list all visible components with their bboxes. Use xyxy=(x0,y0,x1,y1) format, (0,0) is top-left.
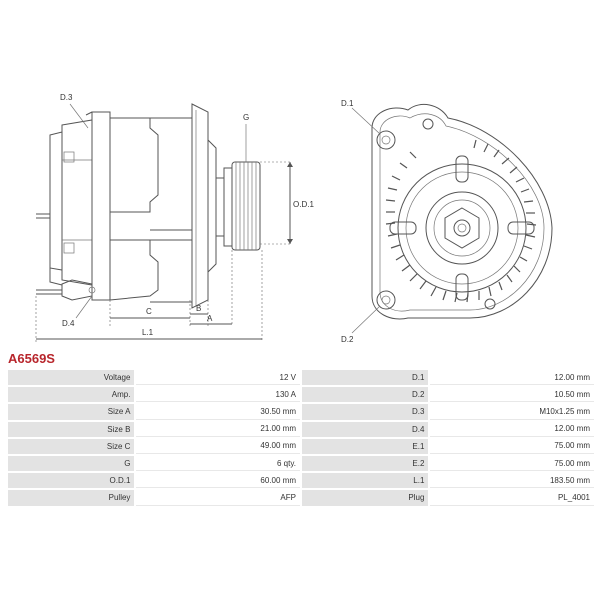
spec-value: 30.50 mm xyxy=(136,404,300,420)
spec-label: D.3 xyxy=(301,404,429,420)
spec-label: Voltage xyxy=(8,370,135,386)
label-d2: D.2 xyxy=(341,335,354,344)
label-od1: O.D.1 xyxy=(293,200,314,209)
spec-label: Amp. xyxy=(8,387,135,403)
spec-value: 183.50 mm xyxy=(430,473,594,489)
spec-value: M10x1.25 mm xyxy=(430,404,594,420)
label-d1: D.1 xyxy=(341,99,354,108)
spec-label: G xyxy=(8,455,135,472)
technical-drawing: D.3 D.4 G O.D.1 C B A L.1 xyxy=(35,93,553,344)
spec-label: O.D.1 xyxy=(8,473,135,489)
spec-label: E.1 xyxy=(301,438,429,454)
label-a: A xyxy=(207,314,213,323)
spec-value: 10.50 mm xyxy=(430,387,594,403)
spec-label: D.2 xyxy=(301,387,429,403)
alternator-front-view: D.1 D.2 xyxy=(341,99,553,344)
label-d4: D.4 xyxy=(62,319,75,328)
spec-label: D.1 xyxy=(301,370,429,386)
spec-label: Plug xyxy=(301,490,429,506)
spec-value: 12 V xyxy=(136,370,300,386)
label-b: B xyxy=(196,304,201,313)
label-g: G xyxy=(243,113,249,122)
label-d3: D.3 xyxy=(60,93,73,102)
label-l1: L.1 xyxy=(142,328,154,337)
spec-value: 75.00 mm xyxy=(430,455,594,472)
spec-label: Pulley xyxy=(8,490,135,506)
spec-label: Size C xyxy=(8,438,135,454)
spec-value: 60.00 mm xyxy=(136,473,300,489)
spec-label: Size A xyxy=(8,404,135,420)
spec-label: D.4 xyxy=(301,421,429,437)
pulley-grooves xyxy=(231,161,261,251)
spec-label: L.1 xyxy=(301,473,429,489)
vent-slots xyxy=(385,139,537,303)
spec-value: 130 A xyxy=(136,387,300,403)
spec-value: AFP xyxy=(136,490,300,506)
spec-value: 12.00 mm xyxy=(430,370,594,386)
spec-label: E.2 xyxy=(301,455,429,472)
spec-label: Size B xyxy=(8,421,135,437)
spec-value: 21.00 mm xyxy=(136,421,300,437)
spec-value: 75.00 mm xyxy=(430,438,594,454)
label-c: C xyxy=(146,307,152,316)
spec-value: 12.00 mm xyxy=(430,421,594,437)
spec-value: PL_4001 xyxy=(430,490,594,506)
spec-value: 49.00 mm xyxy=(136,438,300,454)
spec-value: 6 qty. xyxy=(136,455,300,472)
alternator-side-view: D.3 D.4 G O.D.1 C B A L.1 xyxy=(35,93,314,342)
part-number-title: A6569S xyxy=(8,351,55,366)
